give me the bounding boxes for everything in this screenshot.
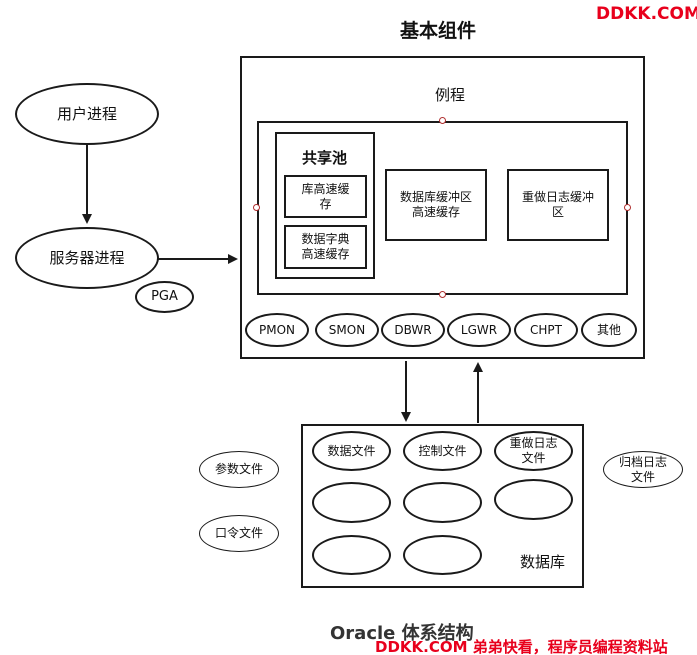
sga-handle-left (253, 204, 260, 211)
password-file-label: 口令文件 (214, 526, 263, 540)
bg-process-smon: SMON (315, 313, 379, 347)
watermark-top: DDKK.COM (596, 4, 697, 24)
sga-handle-top (439, 117, 446, 124)
bg-process-lgwr: LGWR (447, 313, 511, 347)
empty-file-node (403, 482, 482, 523)
server-process-label: 服务器进程 (49, 249, 125, 267)
server-process-node: 服务器进程 (15, 227, 159, 289)
db-buffer-cache-box: 数据库缓冲区 高速缓存 (385, 169, 487, 241)
library-cache-label: 库高速缓 存 (301, 181, 350, 211)
watermark-bottom: DDKK.COM 弟弟快看，程序员编程资料站 (375, 638, 668, 655)
bg-process-label: 其他 (596, 322, 621, 337)
empty-file-node (312, 482, 391, 523)
empty-file-node (312, 535, 391, 575)
sga-handle-right (624, 204, 631, 211)
bg-process-label: DBWR (394, 322, 432, 337)
bg-process-label: LGWR (460, 322, 498, 337)
user-process-label: 用户进程 (56, 105, 117, 123)
data-files-label: 数据文件 (327, 443, 376, 458)
bg-process-label: SMON (328, 322, 366, 337)
instance-label: 例程 (435, 86, 466, 104)
parameter-file-label: 参数文件 (214, 462, 263, 476)
empty-file-node (403, 535, 482, 575)
bg-process-chpt: CHPT (514, 313, 578, 347)
redo-log-files-node: 重做日志 文件 (494, 431, 573, 471)
bg-process-pmon: PMON (245, 313, 309, 347)
archive-log-file-label: 归档日志 文件 (618, 454, 667, 484)
pga-label: PGA (151, 289, 178, 304)
pga-node: PGA (135, 281, 194, 313)
redo-log-files-label: 重做日志 文件 (509, 436, 558, 465)
empty-file-node (494, 479, 573, 520)
control-files-node: 控制文件 (403, 431, 482, 471)
password-file-node: 口令文件 (199, 515, 279, 552)
db-buffer-cache-label: 数据库缓冲区 高速缓存 (399, 190, 472, 219)
parameter-file-node: 参数文件 (199, 451, 279, 488)
bg-process-label: PMON (258, 322, 295, 337)
diagram-title: 基本组件 (400, 20, 477, 42)
user-process-node: 用户进程 (15, 83, 159, 145)
dictionary-cache-label: 数据字典 高速缓存 (301, 232, 350, 261)
database-label: 数据库 (520, 553, 566, 571)
redo-log-buffer-label: 重做日志缓冲 区 (521, 190, 594, 219)
sga-handle-bottom (439, 291, 446, 298)
bg-process-other: 其他 (581, 313, 637, 347)
control-files-label: 控制文件 (418, 443, 467, 458)
data-files-node: 数据文件 (312, 431, 391, 471)
shared-pool-label: 共享池 (302, 149, 348, 167)
bg-process-label: CHPT (530, 322, 562, 337)
library-cache-box: 库高速缓 存 (284, 175, 367, 218)
diagram-caption: Oracle 体系结构 (330, 623, 474, 644)
bg-process-dbwr: DBWR (381, 313, 445, 347)
redo-log-buffer-box: 重做日志缓冲 区 (507, 169, 609, 241)
dictionary-cache-box: 数据字典 高速缓存 (284, 225, 367, 269)
archive-log-file-node: 归档日志 文件 (603, 451, 683, 488)
